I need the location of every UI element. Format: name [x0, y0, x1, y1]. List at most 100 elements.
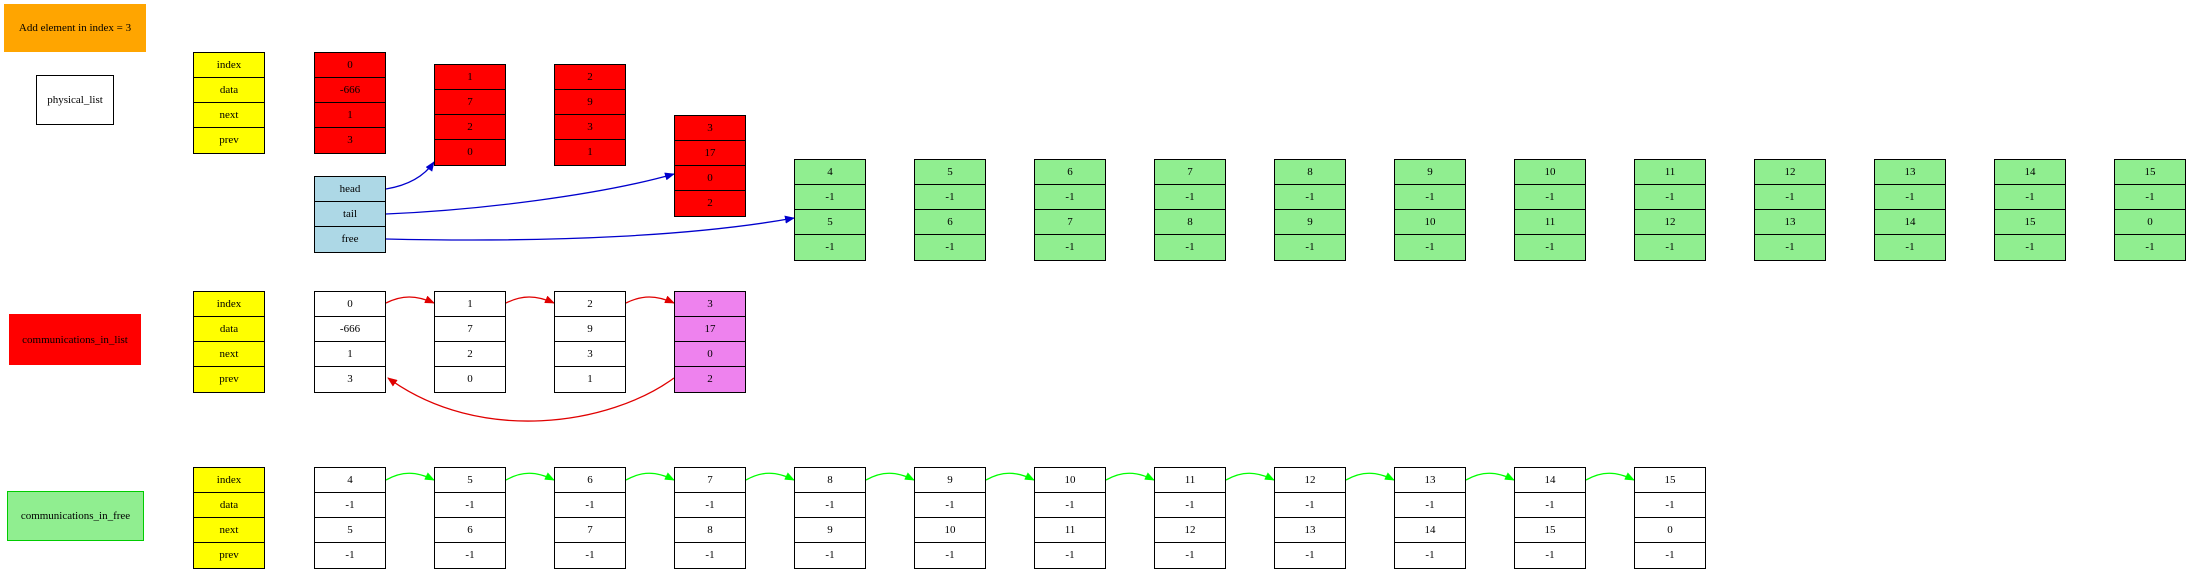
- node-data: 17: [675, 317, 745, 342]
- node-prev: 3: [347, 134, 353, 146]
- node-index: 3: [675, 116, 745, 141]
- node-next: 14: [1875, 210, 1945, 235]
- node-data: 9: [555, 317, 625, 342]
- node-data: -1: [675, 493, 745, 518]
- node-index: 5: [435, 468, 505, 493]
- node-index: 4: [795, 160, 865, 185]
- node-index: 11: [1155, 468, 1225, 493]
- node-index: 0: [315, 292, 385, 317]
- node-next: 5: [315, 518, 385, 543]
- node-next: 7: [555, 518, 625, 543]
- node-prev: -1: [1065, 241, 1075, 253]
- node-prev: -1: [945, 549, 955, 561]
- node-next: 15: [1515, 518, 1585, 543]
- node-data: 7: [435, 90, 505, 115]
- edge-free-next-11: [1225, 472, 1275, 481]
- node-data: -1: [1155, 185, 1225, 210]
- node-prev: 0: [467, 146, 473, 158]
- node-data: -1: [435, 493, 505, 518]
- edge-free-next-12: [1345, 472, 1395, 481]
- legend-field-next: next: [194, 518, 264, 543]
- node-index: 6: [1035, 160, 1105, 185]
- legend-field-data: data: [194, 317, 264, 342]
- node-index: 2: [555, 65, 625, 90]
- pointer-head: head: [315, 177, 385, 202]
- node-index: 7: [675, 468, 745, 493]
- node-next: 10: [1395, 210, 1465, 235]
- node-next: 2: [435, 342, 505, 367]
- node-next: 6: [435, 518, 505, 543]
- node-index: 13: [1875, 160, 1945, 185]
- node-data: -666: [315, 78, 385, 103]
- edge-free-next-7: [745, 472, 795, 481]
- node-data: 17: [675, 141, 745, 166]
- node-next: 0: [1635, 518, 1705, 543]
- node-data: -1: [795, 493, 865, 518]
- node-index: 3: [675, 292, 745, 317]
- node-prev: -1: [1545, 549, 1555, 561]
- legend-field-prev: prev: [219, 134, 239, 146]
- edge-free-next-13: [1465, 472, 1515, 481]
- node-data: -1: [1395, 185, 1465, 210]
- pointer-tail: tail: [315, 202, 385, 227]
- node-index: 5: [915, 160, 985, 185]
- node-prev: 3: [347, 373, 353, 385]
- node-data: -1: [2115, 185, 2185, 210]
- pointer-free: free: [341, 233, 359, 245]
- node-prev: 1: [587, 373, 593, 385]
- node-data: -1: [1275, 185, 1345, 210]
- node-index: 14: [1995, 160, 2065, 185]
- node-data: -1: [1515, 493, 1585, 518]
- node-next: 0: [2115, 210, 2185, 235]
- edge-list-prev-3-to-0: [387, 377, 675, 422]
- physical-list-label: physical_list: [36, 75, 114, 125]
- edge-list-next-1: [505, 295, 555, 304]
- node-index: 11: [1635, 160, 1705, 185]
- node-next: 6: [915, 210, 985, 235]
- node-data: -1: [1755, 185, 1825, 210]
- node-data: -666: [315, 317, 385, 342]
- node-next: 12: [1635, 210, 1705, 235]
- edge-free-next-10: [1105, 472, 1155, 481]
- node-data: -1: [1515, 185, 1585, 210]
- node-index: 6: [555, 468, 625, 493]
- node-index: 0: [315, 53, 385, 78]
- node-prev: -1: [1185, 241, 1195, 253]
- legend-field-data: data: [194, 493, 264, 518]
- edge-free-next-4: [385, 472, 435, 481]
- node-next: 14: [1395, 518, 1465, 543]
- node-prev: -1: [825, 241, 835, 253]
- in-list-label-text: communications_in_list: [22, 333, 128, 346]
- node-index: 15: [1635, 468, 1705, 493]
- node-index: 12: [1755, 160, 1825, 185]
- node-prev: -1: [1065, 549, 1075, 561]
- edge-free-next-6: [625, 472, 675, 481]
- node-prev: -1: [2025, 241, 2035, 253]
- node-index: 15: [2115, 160, 2185, 185]
- node-index: 1: [435, 65, 505, 90]
- legend-field-prev: prev: [219, 373, 239, 385]
- node-data: -1: [1995, 185, 2065, 210]
- node-prev: -1: [585, 549, 595, 561]
- node-index: 13: [1395, 468, 1465, 493]
- node-prev: -1: [465, 549, 475, 561]
